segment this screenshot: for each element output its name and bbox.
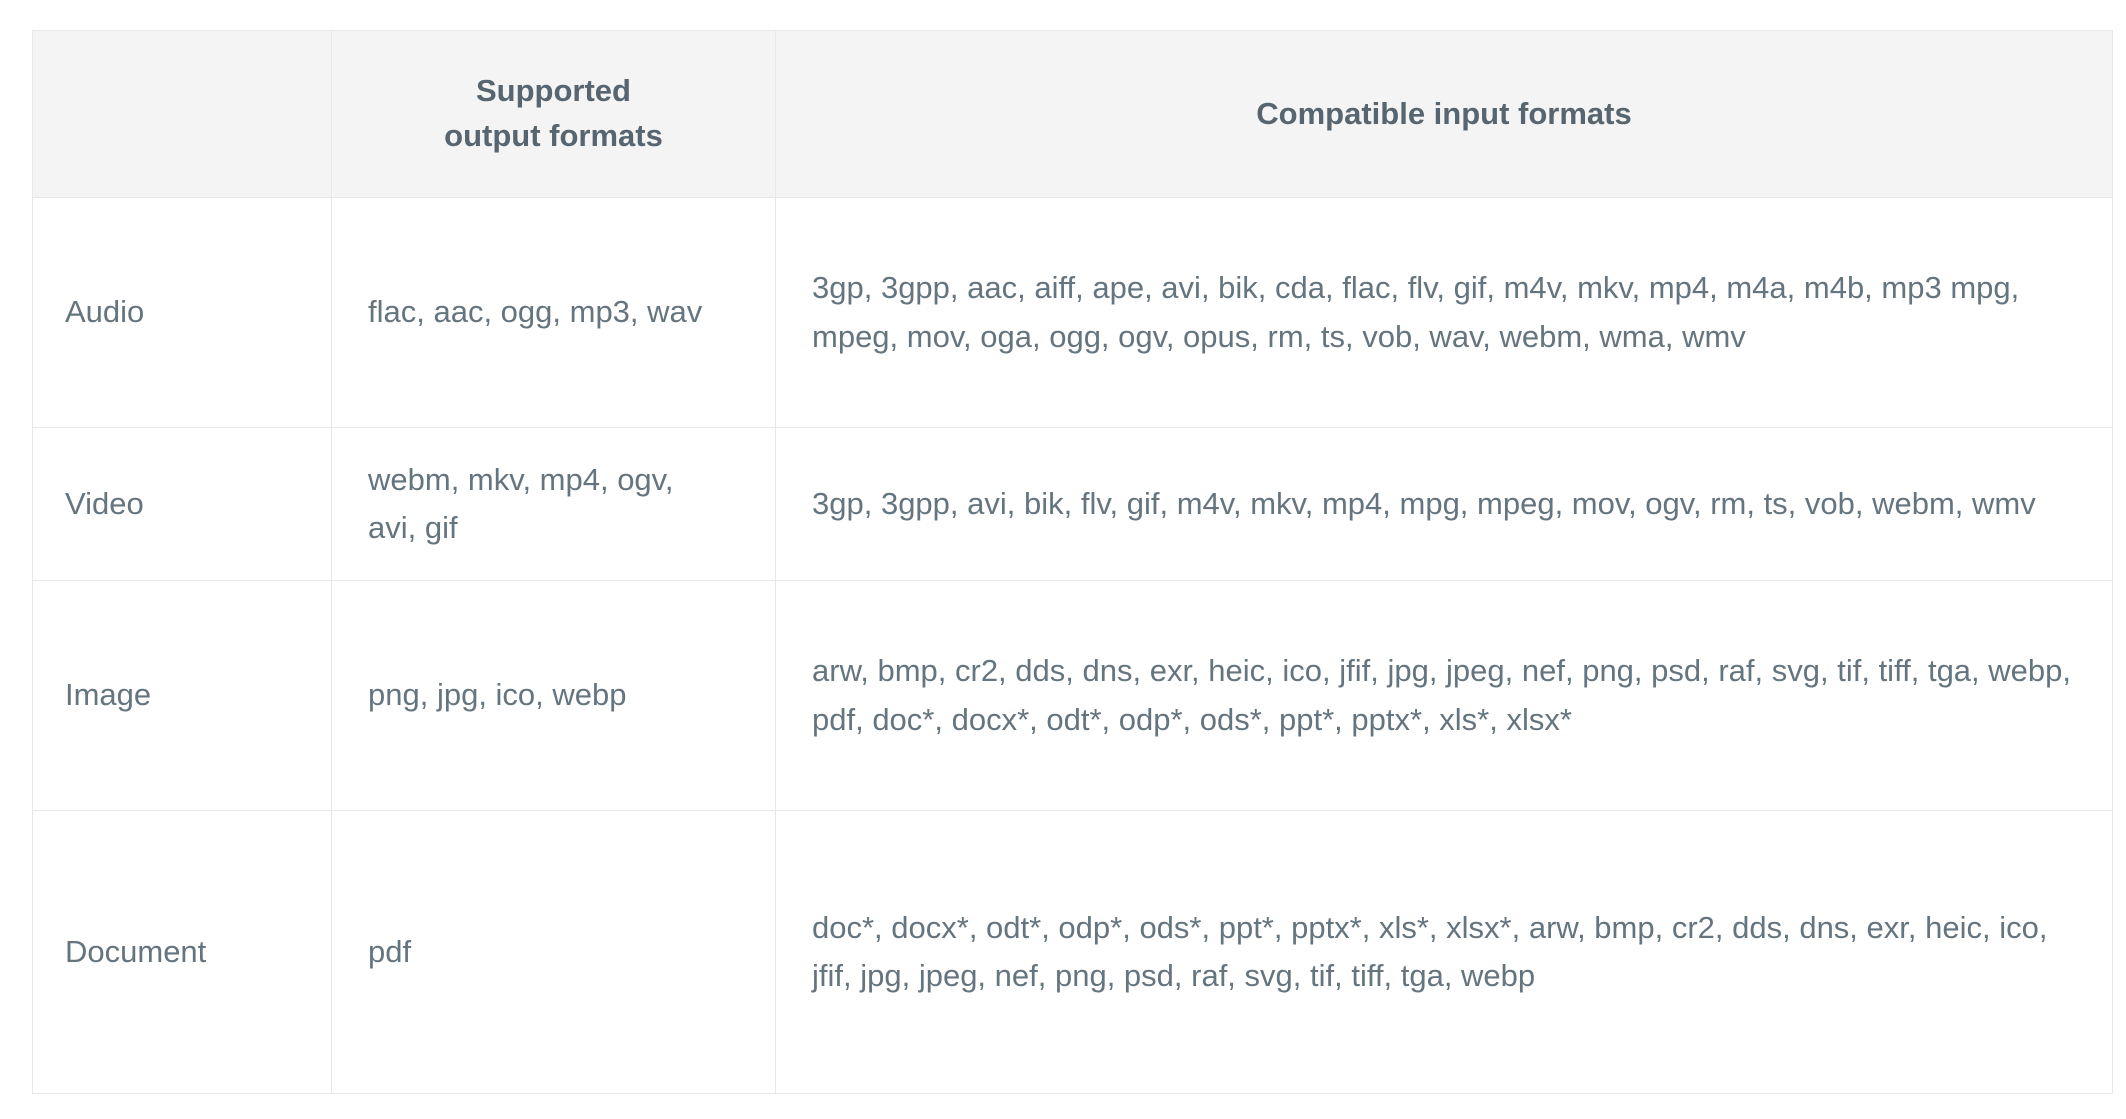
table-header-row: Supported output formats Compatible inpu… (32, 30, 2113, 198)
supported-formats-table: Supported output formats Compatible inpu… (32, 30, 2113, 1094)
cell-media-type: Document (32, 810, 332, 1094)
cell-output-formats: png, jpg, ico, webp (331, 580, 776, 811)
cell-input-formats: 3gp, 3gpp, avi, bik, flv, gif, m4v, mkv,… (775, 427, 2113, 581)
table-body: Audio flac, aac, ogg, mp3, wav 3gp, 3gpp… (32, 197, 2113, 1094)
column-header-type (32, 30, 332, 198)
cell-input-formats: doc*, docx*, odt*, odp*, ods*, ppt*, ppt… (775, 810, 2113, 1094)
cell-media-type: Audio (32, 197, 332, 428)
cell-output-formats: webm, mkv, mp4, ogv, avi, gif (331, 427, 776, 581)
cell-output-formats: pdf (331, 810, 776, 1094)
column-header-compatible-input-formats: Compatible input formats (775, 30, 2113, 198)
column-header-supported-output-formats: Supported output formats (331, 30, 776, 198)
cell-media-type: Video (32, 427, 332, 581)
cell-media-type: Image (32, 580, 332, 811)
table-row: Video webm, mkv, mp4, ogv, avi, gif 3gp,… (32, 427, 2113, 581)
cell-input-formats: arw, bmp, cr2, dds, dns, exr, heic, ico,… (775, 580, 2113, 811)
cell-input-formats: 3gp, 3gpp, aac, aiff, ape, avi, bik, cda… (775, 197, 2113, 428)
cell-output-formats: flac, aac, ogg, mp3, wav (331, 197, 776, 428)
table-row: Document pdf doc*, docx*, odt*, odp*, od… (32, 810, 2113, 1094)
table-header: Supported output formats Compatible inpu… (32, 30, 2113, 198)
table-row: Audio flac, aac, ogg, mp3, wav 3gp, 3gpp… (32, 197, 2113, 428)
table-row: Image png, jpg, ico, webp arw, bmp, cr2,… (32, 580, 2113, 811)
column-header-output-line-2: output formats (444, 118, 663, 153)
column-header-output-line-1: Supported (476, 73, 631, 109)
